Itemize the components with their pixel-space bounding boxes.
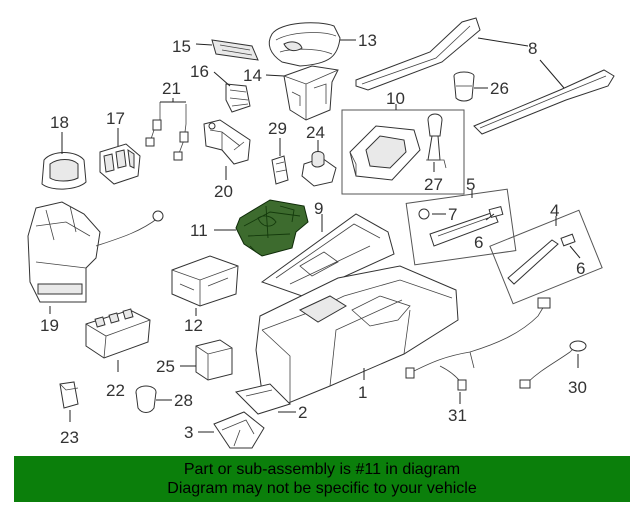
callout-21: 21 [162, 79, 181, 98]
part-30-antenna-cable [519, 340, 587, 389]
part-26-cup [453, 71, 475, 102]
part-31-wiring-harness [405, 297, 551, 391]
callout-30: 30 [568, 378, 587, 397]
part-19-storage-bin [27, 201, 164, 303]
callout-5: 5 [466, 175, 475, 194]
part-23-bracket [59, 381, 79, 409]
part-15-trim-plate [211, 39, 259, 61]
callout-20: 20 [214, 182, 233, 201]
banner-line-1: Part or sub-assembly is #11 in diagram [183, 461, 461, 478]
part-1-console-body [255, 265, 459, 405]
callout-8: 8 [528, 39, 537, 58]
part-29-clip [271, 155, 289, 185]
part-3-bracket [213, 411, 265, 449]
part-12-tray [171, 255, 239, 307]
callout-23: 23 [60, 428, 79, 447]
group-box-10 [341, 109, 465, 195]
group-box-5 [405, 188, 517, 266]
callout-7: 7 [448, 205, 457, 224]
part-24-knob [301, 151, 337, 187]
callout-14: 14 [243, 66, 262, 85]
part-10-shift-bezel [349, 125, 421, 181]
callout-13: 13 [358, 31, 377, 50]
part-8-trim-rails [355, 17, 615, 135]
part-17-switch-block [99, 143, 141, 185]
callout-31: 31 [448, 406, 467, 425]
part-7-clip [418, 208, 430, 220]
callout-18: 18 [50, 113, 69, 132]
callout-15: 15 [172, 37, 191, 56]
group-box-4 [489, 209, 603, 305]
callout-10: 10 [386, 89, 405, 108]
part-28-socket [135, 385, 157, 413]
callout-16: 16 [190, 62, 209, 81]
callout-19: 19 [40, 316, 59, 335]
part-2-plate [235, 383, 291, 415]
part-27-shift-knob [426, 113, 447, 169]
callout-6-b: 6 [576, 259, 585, 278]
part-25-module [195, 339, 233, 381]
parts-diagram: 15 13 14 16 21 17 [27, 17, 615, 449]
callout-3: 3 [184, 423, 193, 442]
part-9-console-panel [260, 213, 395, 297]
callout-4: 4 [550, 201, 559, 220]
callout-28: 28 [174, 391, 193, 410]
part-4-trim-strip [507, 239, 559, 285]
part-21-harness [145, 102, 189, 161]
callout-9: 9 [314, 199, 323, 218]
callout-29: 29 [268, 119, 287, 138]
callout-24: 24 [306, 123, 325, 142]
callout-25: 25 [156, 357, 175, 376]
callout-6-a: 6 [474, 233, 483, 252]
part-18-bezel [41, 152, 87, 190]
vehicle-fit-banner: Part or sub-assembly is #11 in diagram D… [14, 456, 630, 502]
part-20-bracket [203, 119, 251, 165]
callout-12: 12 [184, 316, 203, 335]
callout-26: 26 [490, 79, 509, 98]
callout-22: 22 [106, 381, 125, 400]
callout-27: 27 [424, 175, 443, 194]
callout-11: 11 [190, 221, 208, 240]
callout-17: 17 [106, 109, 125, 128]
part-6-clip-b [560, 233, 576, 247]
part-11-highlighted [235, 199, 309, 257]
part-5-trim-panel [429, 211, 499, 247]
part-16-bracket [225, 83, 251, 113]
part-22-switch-panel [85, 308, 151, 359]
part-14-armrest-bracket [283, 65, 339, 121]
callout-2: 2 [298, 403, 307, 422]
part-13-console-lid [268, 22, 341, 67]
callout-1: 1 [358, 383, 367, 402]
banner-line-2: Diagram may not be specific to your vehi… [167, 480, 477, 497]
